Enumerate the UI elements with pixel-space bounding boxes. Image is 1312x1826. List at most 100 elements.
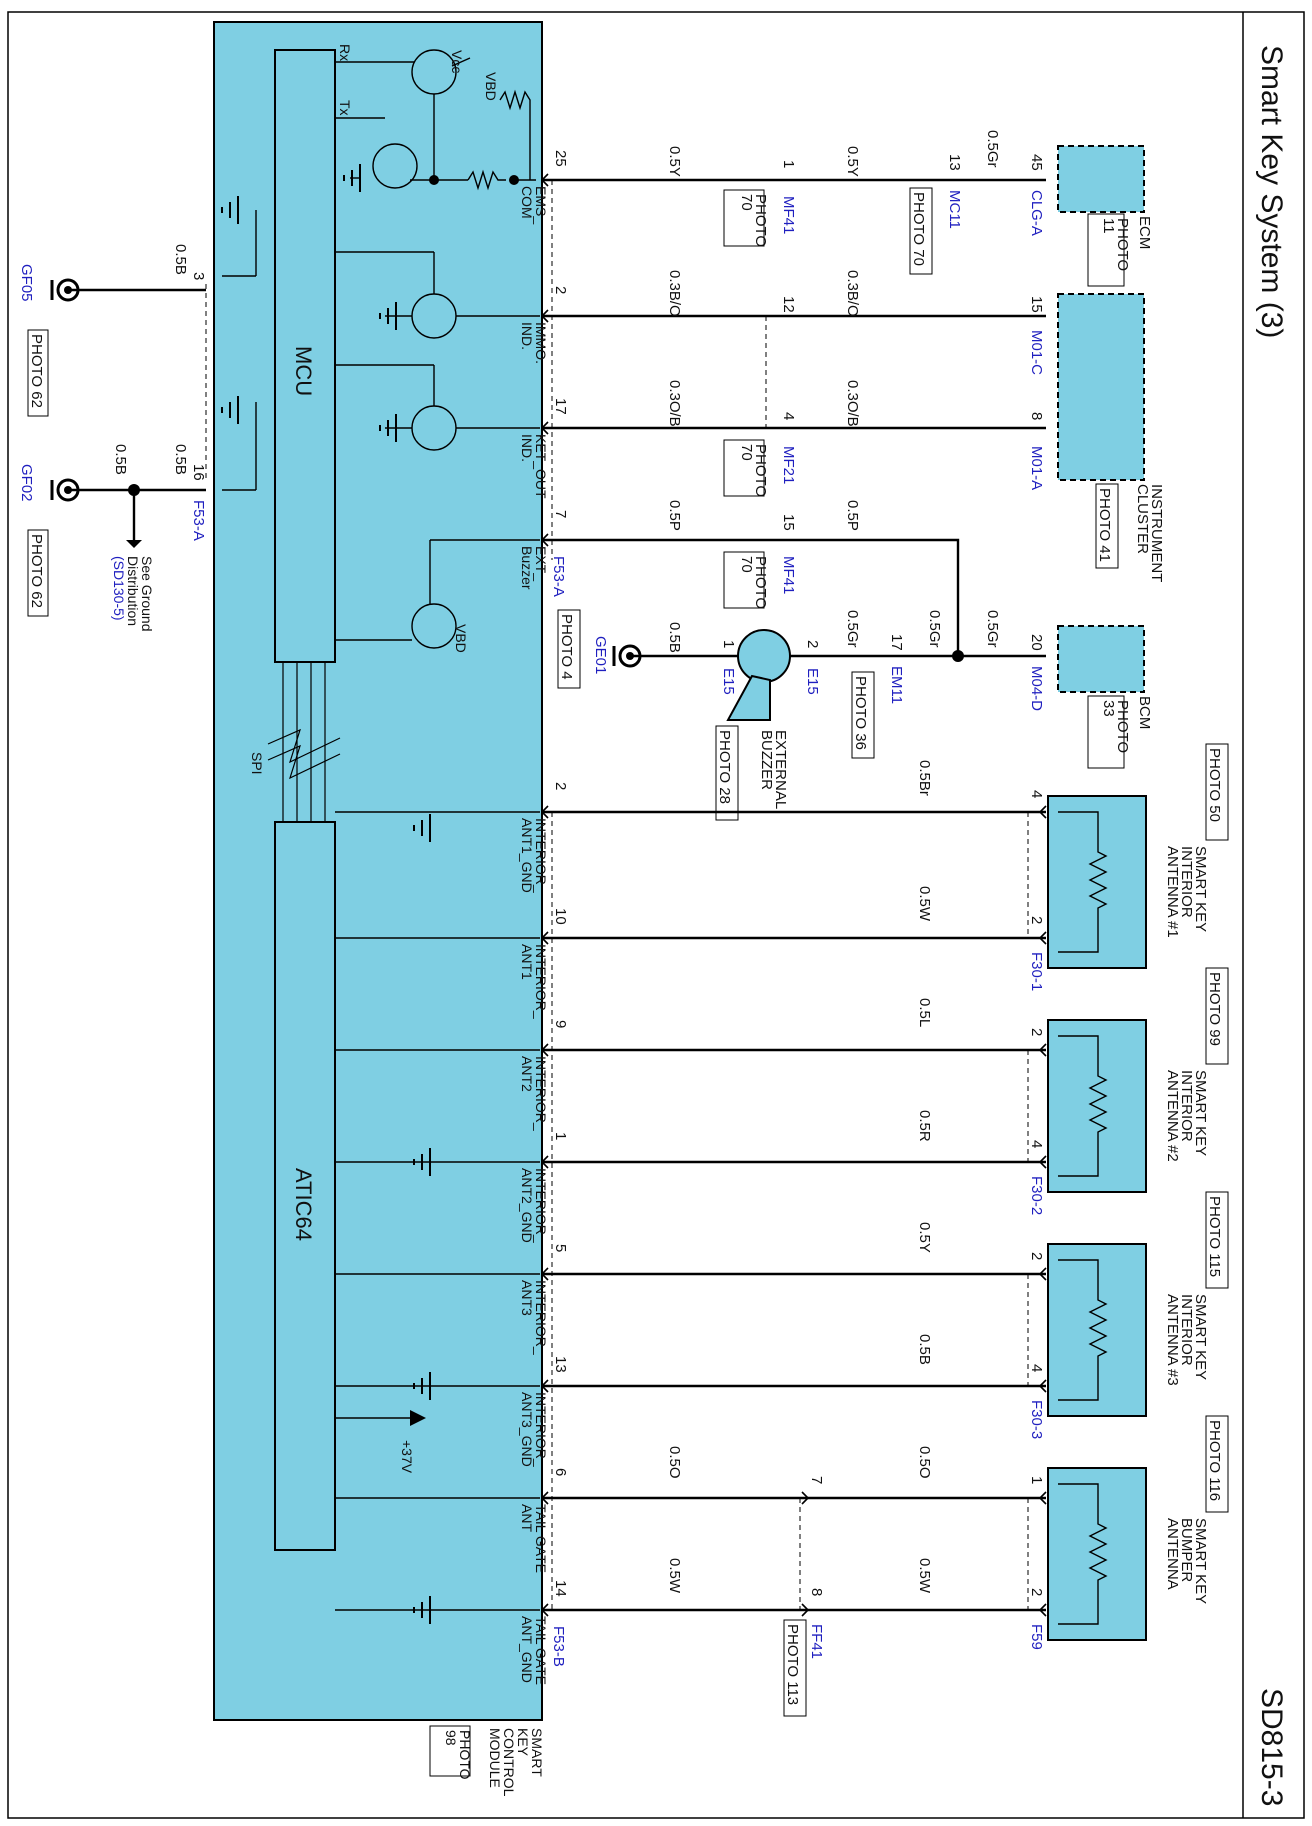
- module-photo-2: 98: [443, 1730, 459, 1746]
- svg-text:CLUSTER: CLUSTER: [1134, 484, 1151, 554]
- gf05-pin: 3: [190, 272, 207, 280]
- antenna-wire-color: 0.5Y: [916, 1222, 933, 1253]
- gf05-wire: 0.5B: [172, 244, 189, 275]
- w5-conn-d: M04-D: [1028, 666, 1045, 711]
- module-pin-label: INTERIOR_: [533, 1392, 549, 1467]
- spi-bus: [267, 662, 341, 822]
- vbd2-label: VBD: [453, 624, 469, 653]
- antenna-wire-color: 0.5L: [916, 998, 933, 1027]
- module-pin-label: INTERIOR_: [533, 944, 549, 1019]
- w1-pin-a: 1: [780, 160, 797, 168]
- buzzer-name-1: EXTERNAL: [772, 730, 789, 809]
- antenna-terminal: [1038, 1491, 1047, 1505]
- smart-key-control-module: MCU ATIC64 SPI: [213, 21, 545, 1797]
- w4-photo-a-1: PHOTO: [752, 556, 769, 609]
- antenna-connector: F30-2: [1028, 1176, 1045, 1215]
- svg-text:11: 11: [1100, 218, 1117, 234]
- antenna-pin-number: 2: [1028, 1588, 1045, 1596]
- svg-text:33: 33: [1100, 700, 1117, 717]
- module-pin-label: COM: [519, 186, 535, 219]
- module-pin-number: 9: [552, 1020, 569, 1028]
- antenna-name: INTERIOR: [1178, 1294, 1195, 1366]
- w5-color-b: 0.5Gr: [844, 610, 861, 648]
- w1-pin-b: 13: [946, 154, 963, 171]
- w1-conn-a: MF41: [780, 196, 797, 234]
- gf02-wire2: 0.5B: [112, 444, 129, 475]
- module-pin-label: ANT_GND: [519, 1616, 535, 1683]
- ge01-name: GE01: [592, 636, 609, 674]
- ecm-component: ECM PHOTO 11: [1057, 145, 1153, 287]
- antenna-photo-box: [1205, 967, 1229, 1065]
- f53a-connector-mid: F53-A: [550, 556, 567, 597]
- module-pin-number: 5: [552, 1244, 569, 1252]
- antenna-name: SMART KEY: [1192, 1070, 1209, 1156]
- antenna-terminal: [1038, 1267, 1047, 1281]
- svg-text:ECM: ECM: [1136, 216, 1153, 249]
- module-pin-number: 6: [552, 1468, 569, 1476]
- buzzer-photo: PHOTO 28: [716, 730, 733, 804]
- antenna-name: SMART KEY: [1192, 1294, 1209, 1380]
- ground-gf05: [50, 278, 80, 302]
- module-pin-label: ANT3_GND: [519, 1392, 535, 1467]
- svg-text:PHOTO 41: PHOTO 41: [1096, 488, 1113, 562]
- inline-connector: FF41: [808, 1624, 825, 1659]
- module-pin-label: ANT2_GND: [519, 1168, 535, 1243]
- ge01-photo-box: [557, 609, 581, 689]
- module-name-1: SMART: [529, 1728, 545, 1777]
- module-photo-box: [429, 1725, 471, 1777]
- antenna-terminal: [1038, 931, 1047, 945]
- resistor-coil-icon: [1058, 1483, 1108, 1625]
- resistor-coil-icon: [1058, 1035, 1108, 1177]
- antenna-pin-number: 2: [1028, 1252, 1045, 1260]
- antenna-name: ANTENNA #1: [1164, 846, 1181, 938]
- antenna-wire-color: 0.5W: [916, 1558, 933, 1594]
- page-code: SD815-3: [1255, 1688, 1288, 1806]
- gf05-photo: PHOTO 62: [28, 334, 45, 408]
- module-pin-label: INTERIOR_: [533, 1056, 549, 1131]
- w3-photo-a-2: 70: [738, 444, 755, 461]
- antenna-connector: F30-3: [1028, 1400, 1045, 1439]
- w1-color-c: 0.5Gr: [984, 130, 1001, 168]
- antenna-terminal: [1038, 1043, 1047, 1057]
- spi-label: SPI: [249, 752, 265, 775]
- module-pin-label: Buzzer: [519, 546, 535, 590]
- w4-conn-a: MF41: [780, 556, 797, 594]
- plus37v-arrow: [410, 1410, 426, 1426]
- antenna-pin-number: 4: [1028, 1364, 1045, 1372]
- module-pin-label: TAIL GATE: [533, 1504, 549, 1573]
- antenna-wire-color: 0.5B: [916, 1334, 933, 1365]
- module-pin-label: INTERIOR_: [533, 1168, 549, 1243]
- w4-photo-a-box: [723, 551, 765, 609]
- antenna-photo: PHOTO 99: [1206, 972, 1223, 1046]
- w1-color-b: 0.5Y: [844, 146, 861, 177]
- inline-photo: PHOTO 113: [784, 1624, 801, 1705]
- module-pin-label: IND.: [519, 434, 535, 462]
- buzzer-photo-box: [715, 725, 739, 821]
- w1-photo-a-2: 70: [738, 194, 755, 211]
- gf02-note-ref: (SD130-5): [111, 556, 127, 621]
- gf02-pin: 16: [190, 464, 207, 481]
- w3-conn-c: M01-A: [1028, 446, 1045, 490]
- module-pins: 25EMS_COM2IMMO.IND.17KET_OUTIND.7EXT_Buz…: [519, 150, 569, 1685]
- inline-pin-number: 7: [808, 1476, 825, 1484]
- antenna-wire-color-2: 0.5W: [666, 1558, 683, 1594]
- module-pin-number: 13: [552, 1356, 569, 1373]
- w3-conn-a: MF21: [780, 446, 797, 484]
- w2-color-b: 0.3B/O: [844, 270, 861, 317]
- antenna-name: ANTENNA #3: [1164, 1294, 1181, 1386]
- module-pin-number: 1: [552, 1132, 569, 1140]
- w5-pin-a: 1: [720, 640, 737, 648]
- external-buzzer-icon: [726, 629, 791, 721]
- ground-distribution-arrow: [126, 540, 142, 548]
- instrument-cluster-component: INSTRUMENT CLUSTER PHOTO 41: [1057, 293, 1165, 582]
- inline-connector-terminal: [801, 1491, 810, 1505]
- module-pin-label: TAIL GATE: [533, 1616, 549, 1685]
- module-pin-label: KET_OUT: [533, 434, 549, 499]
- w1-photo-a-box: [723, 189, 765, 247]
- module-pin-label: ANT2: [519, 1056, 535, 1092]
- antenna-name: INTERIOR: [1178, 1070, 1195, 1142]
- module-pin-label: IMMO.: [533, 322, 549, 364]
